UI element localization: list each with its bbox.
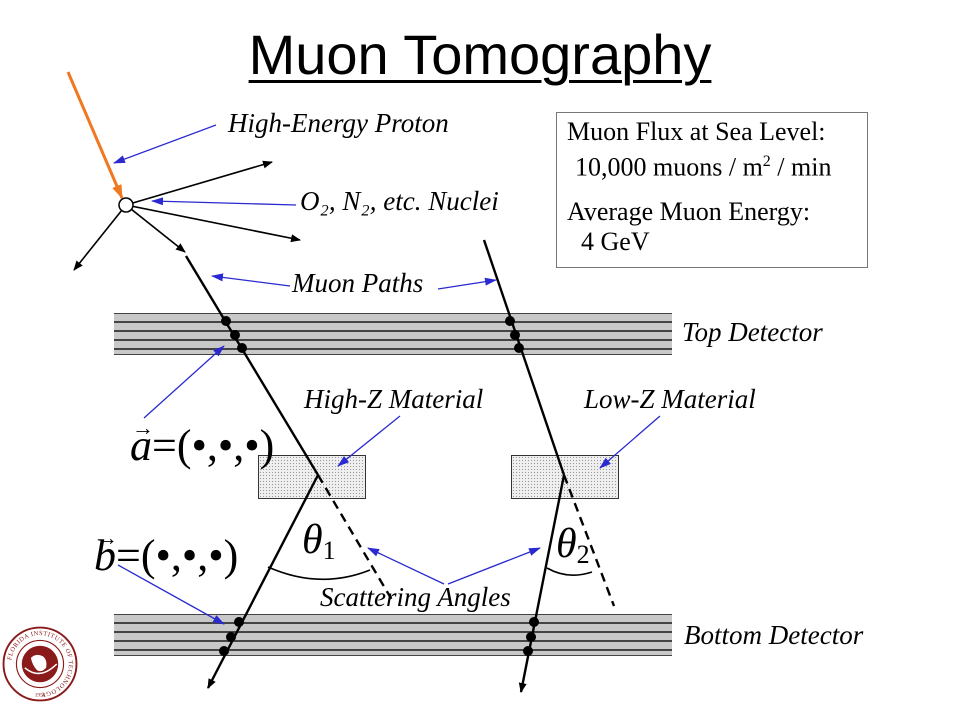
detector-layer — [114, 313, 672, 322]
flux-value-text: 10,000 muons / m — [575, 152, 763, 182]
high-z-label: High-Z Material — [304, 384, 484, 414]
low-z-pointer — [599, 415, 661, 469]
flux-unit-text: / min — [770, 152, 832, 182]
energy-title: Average Muon Energy: — [567, 196, 811, 226]
scattering-pointer-left — [367, 547, 445, 585]
nuclei-pointer — [151, 197, 297, 206]
muon-paths-label: Muon Paths — [292, 268, 424, 298]
vector-b-symbol: b — [94, 531, 116, 580]
scattering-angles-label: Scattering Angles — [320, 582, 511, 612]
secondary-arrow — [125, 204, 186, 253]
muon-path-right-scattered — [518, 474, 566, 693]
page-title: Muon Tomography — [248, 23, 712, 86]
detector-layer — [114, 650, 672, 656]
hit-dot — [505, 316, 515, 326]
detector-layer — [114, 322, 672, 331]
vector-b-value: =(•,•,•) — [116, 531, 239, 580]
secondary-arrow — [125, 160, 273, 206]
theta1-sub: 1 — [322, 536, 336, 565]
hit-dot — [523, 646, 533, 656]
vector-a-arrow: → — [132, 415, 154, 440]
theta2-arc — [546, 567, 593, 576]
secondary-arrow — [73, 204, 127, 271]
high-z-pointer — [337, 415, 401, 467]
muon-path-left — [184, 255, 320, 476]
proton-pointer — [113, 124, 217, 164]
theta2-sub: 2 — [576, 540, 590, 569]
proton-label: High-Energy Proton — [228, 108, 449, 138]
detector-layer — [114, 331, 672, 340]
vector-b-arrow: → — [96, 525, 118, 550]
muon-path-pointer-left — [211, 273, 291, 287]
info-box: Muon Flux at Sea Level: 10,000 muons / m… — [556, 112, 868, 268]
energy-value: 4 GeV — [581, 226, 650, 256]
detector-layer — [114, 340, 672, 349]
flux-value: 10,000 muons / m2 / min — [567, 147, 857, 183]
detector-layer — [114, 641, 672, 650]
bottom-detector-label: Bottom Detector — [684, 620, 864, 650]
nucleus-circle — [118, 197, 134, 213]
flux-unit-exponent: 2 — [762, 153, 771, 170]
top-detector-label: Top Detector — [682, 317, 823, 347]
low-z-label: Low-Z Material — [584, 384, 756, 414]
vector-a-symbol: a — [130, 421, 152, 470]
vector-b-pointer — [117, 564, 225, 625]
hit-dot — [514, 343, 524, 353]
svg-text:1958: 1958 — [35, 693, 46, 699]
vector-b: →b=(•,•,•) — [94, 525, 239, 581]
proton-arrow — [66, 71, 124, 199]
muon-path-left-projection — [316, 474, 394, 601]
muon-path-left-scattered — [206, 474, 320, 689]
hit-dot — [230, 330, 240, 340]
hit-dot — [510, 330, 520, 340]
detector-layer — [114, 614, 672, 623]
vector-a: →a=(•,•,•) — [130, 415, 275, 471]
theta1-symbol: θ — [302, 517, 323, 563]
hit-dot — [529, 617, 539, 627]
hit-dot — [219, 646, 229, 656]
hit-dot — [237, 343, 247, 353]
detector-layer — [114, 623, 672, 632]
detector-layer — [114, 349, 672, 355]
muon-path-pointer-right — [437, 277, 497, 290]
hit-dot — [221, 316, 231, 326]
university-seal-logo: FLORIDA INSTITUTE OF TECHNOLOGY 1958 — [2, 626, 78, 702]
secondary-arrow — [125, 204, 301, 243]
vector-a-value: =(•,•,•) — [152, 421, 275, 470]
vector-a-pointer — [143, 345, 225, 419]
hit-dot — [526, 632, 536, 642]
hit-dot — [234, 617, 244, 627]
flux-title: Muon Flux at Sea Level: — [567, 117, 826, 146]
muon-path-right — [482, 239, 566, 476]
nuclei-label: O₂, N₂, etc. Nuclei — [300, 186, 499, 216]
muon-path-right-projection — [562, 474, 616, 607]
scattering-pointer-right — [447, 547, 541, 585]
theta1-arc — [267, 566, 371, 581]
detector-layer — [114, 632, 672, 641]
theta2-label: θ2 — [556, 520, 590, 570]
hit-dot — [226, 632, 236, 642]
theta1-label: θ1 — [302, 516, 336, 566]
theta2-symbol: θ — [556, 521, 577, 567]
